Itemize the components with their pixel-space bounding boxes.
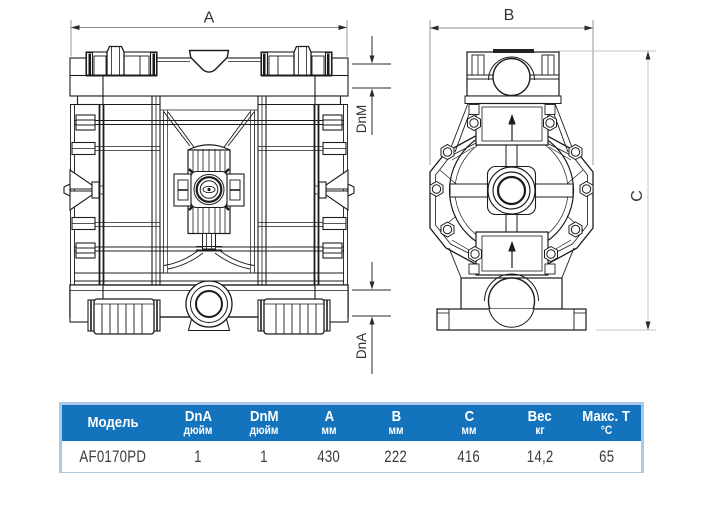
dim-label-c: C [629,190,646,202]
dim-label-b: B [504,7,515,24]
pump-front-view [63,45,355,335]
cell-b: 222 [362,441,430,472]
cell-dna: 1 [164,441,232,472]
cell-a: 430 [296,441,362,472]
clamp-hardware-left [63,114,100,259]
dim-label-dna: DnA [354,333,369,359]
upper-duct [468,102,556,146]
table-data-row: AF0170PD 1 1 430 222 416 14,2 65 [62,441,641,472]
dimension-a: A [70,10,348,57]
top-bolt-cluster-left [85,45,158,77]
bottom-manifold [69,280,349,335]
cell-weight: 14,2 [508,441,572,472]
dimension-b: B [429,7,594,165]
col-header-maxt: Макс. T°C [582,407,631,438]
cell-dnm: 1 [232,441,296,472]
pump-side-view [429,49,594,331]
cell-c: 416 [430,441,508,472]
air-motor-assembly [160,109,258,273]
clamp-hardware-right [318,114,355,259]
col-header-model: Модель [87,413,139,431]
side-base [436,247,587,331]
foot-left [87,298,161,335]
cell-model: AF0170PD [62,441,164,472]
dimension-dnm: DnM [352,36,391,135]
dimension-annotations: A B C DnM [70,7,656,374]
dimension-dna: DnA [352,262,391,374]
dim-label-a: A [204,10,215,27]
octagon-body [429,127,594,268]
bolts [429,114,594,263]
dimension-c: C [558,50,656,331]
dim-label-dnm: DnM [354,105,369,134]
cell-maxt: 65 [572,441,641,472]
side-top-manifold [464,49,562,104]
foot-right [257,298,331,335]
top-bolt-cluster-right [260,45,333,77]
